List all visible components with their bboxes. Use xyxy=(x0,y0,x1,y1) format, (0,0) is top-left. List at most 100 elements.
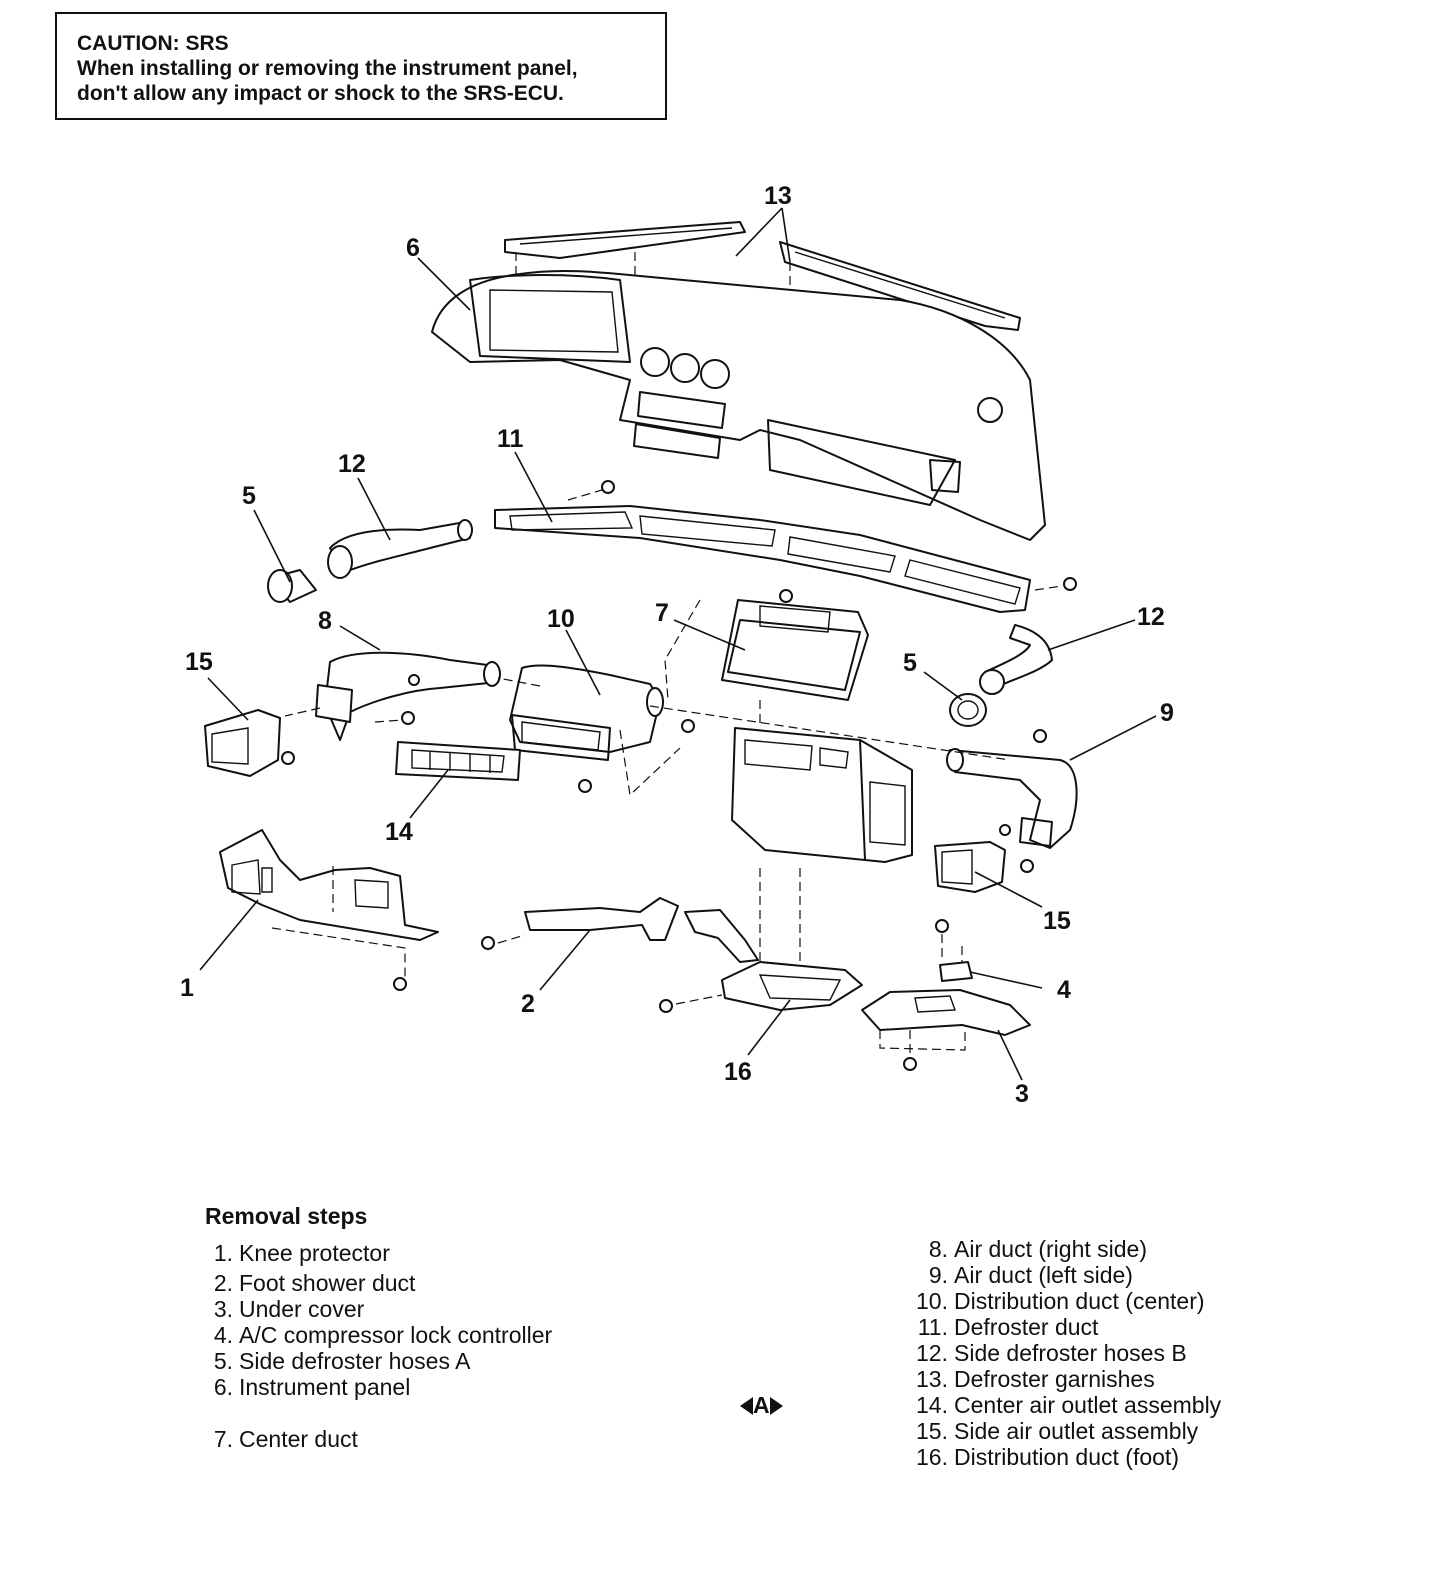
step-text: Instrument panel xyxy=(239,1374,411,1400)
callout-9: 9 xyxy=(1160,699,1174,727)
removal-step-item: 3.Under cover xyxy=(205,1296,364,1323)
callout-5-right: 5 xyxy=(242,482,256,510)
side-air-outlet-right xyxy=(204,709,295,777)
step-text: Side defroster hoses B xyxy=(954,1340,1187,1366)
step-number: 6. xyxy=(213,1374,233,1400)
knee-protector xyxy=(219,829,439,991)
removal-step-item: 8.Air duct (right side) xyxy=(905,1236,1147,1263)
defroster-duct xyxy=(494,480,1077,613)
removal-step-item: 1.Knee protector xyxy=(205,1240,390,1267)
step-number: 9. xyxy=(928,1262,948,1288)
ac-compressor-lock-controller xyxy=(935,919,973,982)
removal-steps-title: Removal steps xyxy=(205,1203,368,1229)
step-text: Defroster garnishes xyxy=(954,1366,1155,1392)
step-number: 16. xyxy=(916,1444,948,1470)
step-number: 11. xyxy=(917,1314,948,1340)
service-point-marker: A xyxy=(740,1392,783,1419)
callout-15-right: 15 xyxy=(185,648,213,676)
step-text: A/C compressor lock controller xyxy=(239,1322,553,1348)
step-text: Under cover xyxy=(239,1296,365,1322)
removal-step-item: 14.Center air outlet assembly xyxy=(905,1392,1221,1419)
air-duct-right xyxy=(315,651,501,741)
removal-step-item: 9.Air duct (left side) xyxy=(905,1262,1133,1289)
step-text: Foot shower duct xyxy=(239,1270,416,1296)
callout-2: 2 xyxy=(521,990,535,1018)
callout-7: 7 xyxy=(655,599,669,627)
callout-13: 13 xyxy=(764,182,792,210)
callout-6: 6 xyxy=(406,234,420,262)
step-number: 10. xyxy=(916,1288,948,1314)
removal-step-item: 12.Side defroster hoses B xyxy=(905,1340,1187,1367)
removal-step-item: 4.A/C compressor lock controller xyxy=(205,1322,552,1349)
step-number: 14. xyxy=(916,1392,948,1418)
step-number: 3. xyxy=(213,1296,233,1322)
center-duct xyxy=(721,589,869,701)
removal-step-item: 13.Defroster garnishes xyxy=(905,1366,1155,1393)
step-number: 12. xyxy=(916,1340,948,1366)
removal-step-item: 2.Foot shower duct xyxy=(205,1270,416,1297)
instrument-panel xyxy=(431,269,1046,541)
step-text: Knee protector xyxy=(239,1240,390,1266)
callout-4: 4 xyxy=(1057,976,1071,1004)
removal-step-item: 10.Distribution duct (center) xyxy=(905,1288,1205,1315)
step-number: 7. xyxy=(213,1426,233,1452)
step-text: Distribution duct (center) xyxy=(954,1288,1205,1314)
service-point-letter: A xyxy=(753,1392,770,1418)
callout-3: 3 xyxy=(1015,1080,1029,1108)
caution-title: CAUTION: SRS xyxy=(77,32,229,55)
callout-11: 11 xyxy=(497,425,524,453)
step-text: Side defroster hoses A xyxy=(239,1348,471,1374)
caution-line-1: When installing or removing the instrume… xyxy=(77,57,578,80)
leader-lines xyxy=(199,207,1157,1081)
step-number: 2. xyxy=(213,1270,233,1296)
side-defroster-hose-b-left xyxy=(979,624,1053,695)
callout-12-right: 12 xyxy=(338,450,366,478)
callout-10: 10 xyxy=(547,605,575,633)
step-text: Air duct (left side) xyxy=(954,1262,1133,1288)
callout-1: 1 xyxy=(180,974,194,1002)
caution-box: CAUTION: SRS When installing or removing… xyxy=(55,12,667,120)
removal-step-item: 7.Center duct xyxy=(205,1426,358,1453)
side-air-outlet-left xyxy=(934,824,1034,893)
callout-5-left: 5 xyxy=(903,649,917,677)
distribution-duct-center xyxy=(509,664,695,797)
side-defroster-hose-a-right xyxy=(267,569,317,603)
callout-14: 14 xyxy=(385,818,413,846)
side-defroster-hose-b-right xyxy=(327,519,473,579)
callout-labels: 13 6 11 12 5 8 10 7 12 15 5 9 14 15 1 4 … xyxy=(180,182,1174,1108)
under-cover xyxy=(861,989,1031,1071)
step-text: Defroster duct xyxy=(954,1314,1099,1340)
step-text: Center duct xyxy=(239,1426,358,1452)
callout-16: 16 xyxy=(724,1058,752,1086)
foot-shower-duct xyxy=(481,897,759,963)
step-text: Side air outlet assembly xyxy=(954,1418,1199,1444)
step-text: Center air outlet assembly xyxy=(954,1392,1222,1418)
center-air-outlet-assembly xyxy=(395,741,521,781)
step-number: 8. xyxy=(928,1236,948,1262)
step-number: 5. xyxy=(213,1348,233,1374)
callout-8: 8 xyxy=(318,607,332,635)
heater-unit xyxy=(731,700,913,962)
assembly-lines xyxy=(284,599,1011,761)
callout-12-left: 12 xyxy=(1137,603,1165,631)
side-defroster-hose-a-left xyxy=(949,693,987,727)
step-text: Air duct (right side) xyxy=(954,1236,1148,1262)
defroster-garnishes xyxy=(504,221,1021,331)
removal-step-item: 6.Instrument panel xyxy=(205,1374,411,1401)
right-triangle-icon xyxy=(769,1396,783,1415)
step-text: Distribution duct (foot) xyxy=(954,1444,1179,1470)
step-number: 4. xyxy=(213,1322,233,1348)
air-duct-left xyxy=(946,729,1078,849)
removal-step-item: 15.Side air outlet assembly xyxy=(905,1418,1198,1445)
removal-step-item: 5.Side defroster hoses A xyxy=(205,1348,471,1375)
distribution-duct-foot xyxy=(659,961,863,1013)
step-number: 13. xyxy=(916,1366,948,1392)
left-triangle-icon xyxy=(740,1396,753,1415)
step-number: 15. xyxy=(916,1418,948,1444)
step-number: 1. xyxy=(213,1240,233,1266)
caution-line-2: don't allow any impact or shock to the S… xyxy=(77,82,564,105)
removal-step-item: 11.Defroster duct xyxy=(905,1314,1099,1341)
removal-step-item: 16.Distribution duct (foot) xyxy=(905,1444,1179,1471)
